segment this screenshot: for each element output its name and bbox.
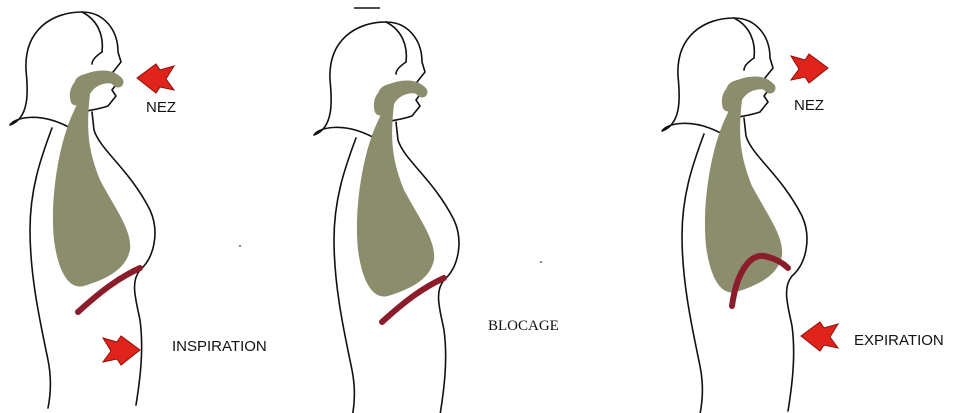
speck (239, 245, 241, 247)
lungs (53, 73, 130, 286)
nose-label: NEZ (146, 99, 176, 116)
figure-inspiration: NEZ INSPIRATION (10, 12, 267, 408)
nose-arrow-icon (791, 54, 828, 83)
lungs (357, 83, 434, 296)
belly-arrow-icon (801, 322, 838, 351)
figure-blocage: BLOCAGE (314, 22, 559, 413)
nose-arrow-icon (137, 64, 174, 93)
belly-arrow-icon (103, 336, 140, 365)
phase-label: EXPIRATION (854, 332, 944, 349)
nose-label: NEZ (794, 97, 824, 114)
phase-label: BLOCAGE (488, 318, 559, 334)
figure-expiration: NEZ EXPIRATION (662, 18, 944, 413)
phase-label: INSPIRATION (172, 338, 267, 355)
speck (540, 261, 542, 263)
